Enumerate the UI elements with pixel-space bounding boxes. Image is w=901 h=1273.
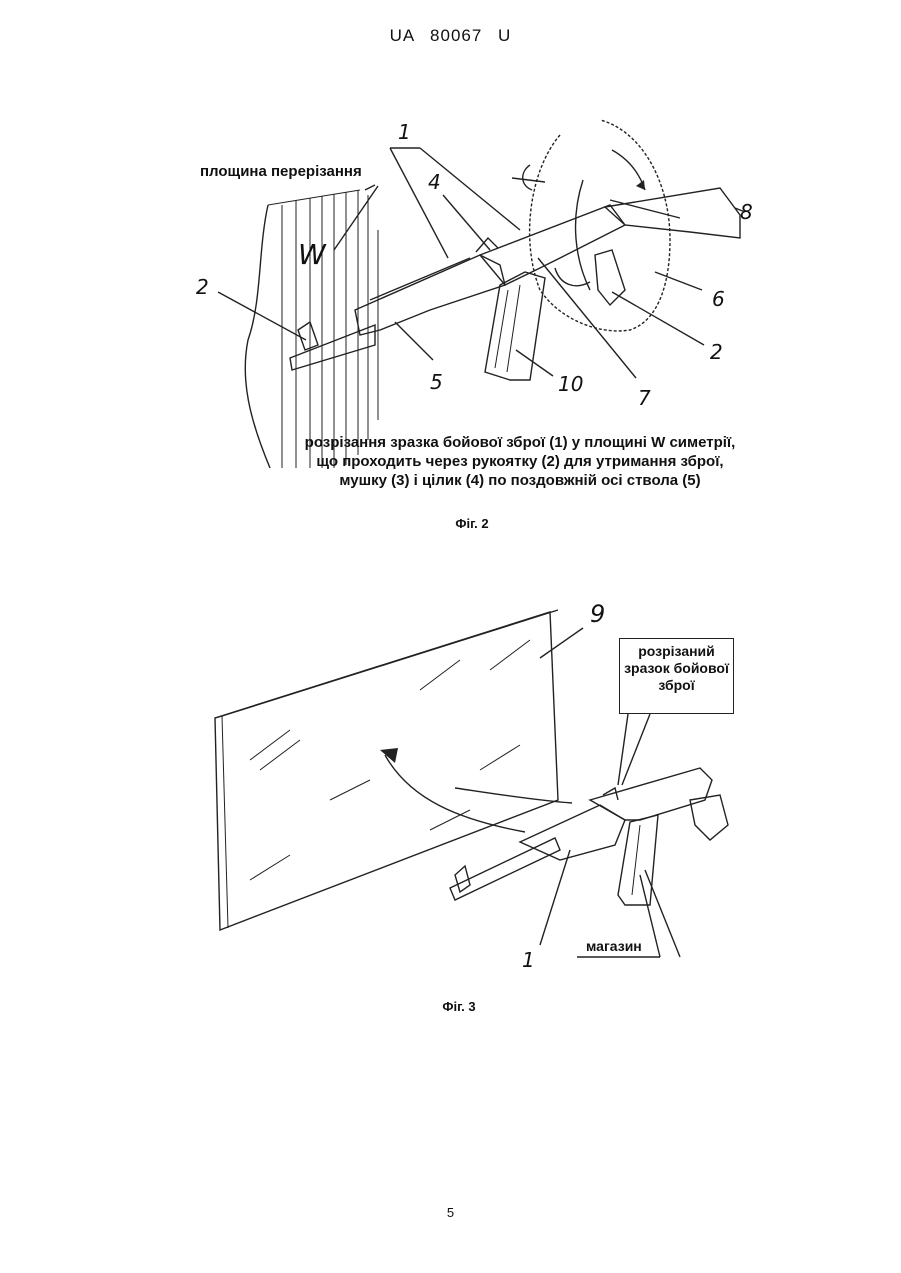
cutting-plane bbox=[245, 190, 378, 468]
cutting-plane-label: площина перерізання bbox=[200, 163, 362, 180]
figure-2-label: Фіг. 2 bbox=[422, 516, 522, 531]
saw-blade bbox=[523, 120, 670, 331]
w-plane-label: W bbox=[298, 238, 326, 271]
callout-2-left: 2 bbox=[196, 275, 209, 299]
callout-7: 7 bbox=[638, 386, 651, 410]
rifle-fig3 bbox=[450, 768, 728, 905]
page-number: 5 bbox=[0, 1205, 901, 1220]
figure-2-caption: розрізання зразка бойової зброї (1) у пл… bbox=[270, 433, 770, 490]
magazine-label: магазин bbox=[586, 938, 642, 954]
callout-4: 4 bbox=[428, 170, 441, 194]
figure-3-label: Фіг. 3 bbox=[409, 999, 509, 1014]
caption-line-2: що проходить через рукоятку (2) для утри… bbox=[270, 452, 770, 471]
callout-1-fig3: 1 bbox=[522, 948, 535, 972]
caption-line-1: розрізання зразка бойової зброї (1) у пл… bbox=[270, 433, 770, 452]
cut-sample-box: розрізаний зразок бойової зброї bbox=[619, 638, 734, 714]
caption-line-3: мушку (3) і цілик (4) по поздовжній осі … bbox=[270, 471, 770, 490]
glass-panel bbox=[215, 610, 558, 930]
callout-8: 8 bbox=[740, 200, 753, 224]
callout-10: 10 bbox=[558, 372, 583, 396]
callout-2-right: 2 bbox=[710, 340, 723, 364]
callout-6: 6 bbox=[712, 287, 725, 311]
callout-5: 5 bbox=[430, 370, 443, 394]
callout-1: 1 bbox=[398, 120, 411, 144]
plane-leader bbox=[334, 185, 378, 250]
callout-9: 9 bbox=[590, 600, 605, 628]
